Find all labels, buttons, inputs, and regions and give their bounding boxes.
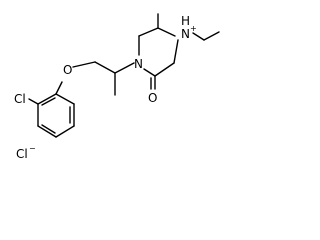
- chloride-ion-label: Cl: [16, 147, 28, 161]
- molecule-structure: O Cl N O N H + Cl −: [14, 13, 220, 161]
- ch2-to-ammonium-bond: [173, 39, 179, 64]
- ring-bond: [55, 93, 75, 105]
- ch-to-amide-nitrogen-bond: [114, 62, 135, 74]
- ammonium-to-ethyl-bond: [192, 32, 205, 41]
- amide-nitrogen-to-carbonyl-bond: [143, 68, 156, 77]
- ring-chlorine-label: Cl: [14, 92, 26, 106]
- ammonium-nitrogen-label: N: [181, 27, 190, 41]
- ring-bond: [37, 125, 57, 138]
- ring-bond: [37, 93, 57, 105]
- isobutyl-ch2-to-ch-bond: [138, 27, 159, 37]
- ring-to-chlorine-bond: [28, 98, 39, 105]
- ch2-to-ch-bond: [94, 61, 116, 74]
- amide-nitrogen-label: N: [134, 57, 143, 71]
- ring-double-bond: [41, 124, 56, 134]
- ring-double-bond: [41, 97, 56, 106]
- ring-bond: [55, 125, 75, 138]
- carbonyl-oxygen-label: O: [148, 91, 157, 105]
- oxygen-to-ch2-bond: [72, 61, 96, 68]
- ammonium-hydrogen-label: H: [181, 14, 190, 28]
- ether-oxygen-label: O: [63, 63, 72, 77]
- chloride-charge-label: −: [29, 144, 36, 153]
- carbonyl-to-ch2-bond: [154, 62, 175, 77]
- benzene-ring: [37, 93, 75, 138]
- ring-to-ether-oxygen-bond: [55, 81, 63, 95]
- isobutyl-methyl-bond: [157, 27, 176, 37]
- ethyl-bond: [203, 31, 220, 41]
- ammonium-charge-label: +: [190, 24, 197, 33]
